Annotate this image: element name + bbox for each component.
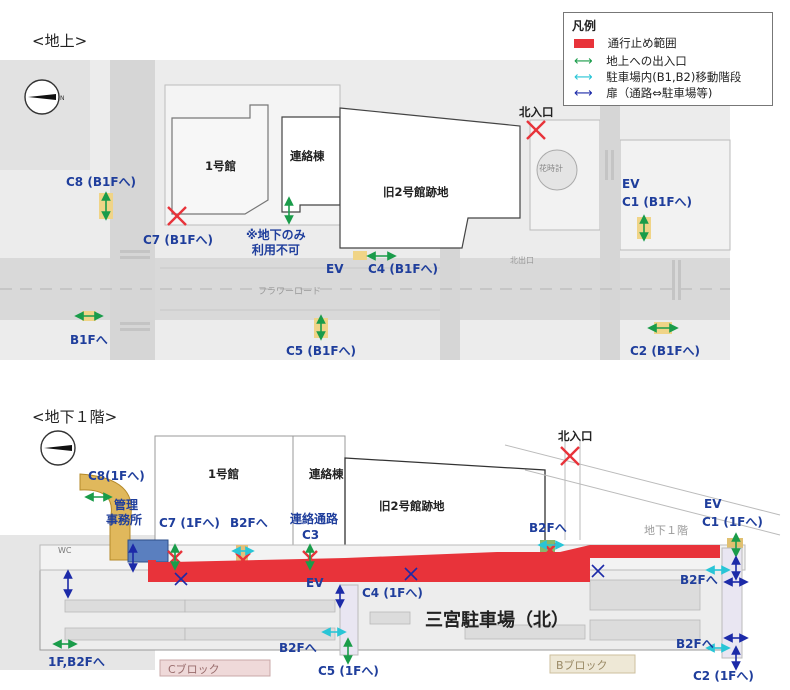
c3-label: C3 (302, 528, 320, 542)
link-path-label: 連絡通路 (290, 512, 339, 526)
c2-label: C2 (B1Fへ) (630, 344, 700, 358)
blue-double-arrow-icon: ⟷ (574, 86, 593, 101)
b1-b2f-d-label: B2Fへ (279, 641, 317, 655)
b1-1f-b2f-label: 1F,B2Fへ (48, 655, 105, 669)
ev-left-label: EV (326, 262, 344, 276)
block-b-label: Bブロック (556, 659, 608, 672)
parking-label: 三宮駐車場（北） (425, 610, 569, 631)
link-building-label: 連絡棟 (290, 149, 325, 163)
b1-title: <地下１階> (32, 408, 118, 426)
legend-item-door: ⟷ 扉（通路⇔駐車場等) (574, 86, 713, 101)
building-1-label: 1号館 (205, 159, 237, 173)
legend-title: 凡例 (572, 19, 597, 33)
b1-link-building-label: 連絡棟 (309, 467, 344, 481)
b1-c2-label: C2 (1Fへ) (693, 669, 754, 683)
b1-ev-right-label: EV (704, 497, 722, 511)
floor-tag: 地下１階 (644, 524, 688, 537)
old-site-label: 旧2号館跡地 (383, 185, 449, 199)
b1-map-base (0, 430, 781, 677)
b1-b2f-e-label: B2Fへ (676, 637, 714, 651)
b1-old-site-label: 旧2号館跡地 (379, 499, 445, 513)
b1-north-entrance-label: 北入口 (558, 429, 593, 443)
office-label-2: 事務所 (106, 513, 143, 527)
b1-ev-left-label: EV (306, 576, 324, 590)
block-c-label: Cブロック (168, 663, 220, 676)
b1f-label: B1Fへ (70, 333, 108, 347)
b1-c1-label: C1 (1Fへ) (702, 515, 763, 529)
c1-label: C1 (B1Fへ) (622, 195, 692, 209)
c8-label: C8 (B1Fへ) (66, 175, 136, 189)
note: ※地下のみ 利用不可 (246, 228, 306, 257)
c5-label: C5 (B1Fへ) (286, 344, 356, 358)
green-double-arrow-icon: ⟷ (574, 54, 593, 69)
red-box-icon (574, 39, 594, 48)
street2-label: 北出口 (510, 256, 534, 265)
cyan-double-arrow-icon: ⟷ (574, 70, 593, 85)
b1-b2f-c-label: B2Fへ (680, 573, 718, 587)
b1-c5-label: C5 (1Fへ) (318, 664, 379, 678)
green-arrows (52, 191, 741, 665)
legend-item-exit: ⟷ 地上への出入口 (574, 54, 687, 69)
legend-item-stair: ⟷ 駐車場内(B1,B2)移動階段 (574, 70, 742, 85)
street-label: フラワーロード (258, 287, 322, 297)
cyan-arrows (231, 540, 731, 653)
north-entrance-label: 北入口 (519, 105, 554, 119)
c7-label: C7 (B1Fへ) (143, 233, 213, 247)
legend: 凡例 通行止め範囲 ⟷ 地上への出入口 ⟷ 駐車場内(B1,B2)移動階段 ⟷ … (563, 12, 773, 106)
office-label-1: 管理 (114, 498, 139, 512)
legend-item-closed: 通行止め範囲 (574, 35, 677, 51)
blue-arrows (63, 543, 749, 671)
b1-building-1-label: 1号館 (208, 467, 240, 481)
b1-b2f-a-label: B2Fへ (230, 516, 268, 530)
svg-text:N: N (60, 95, 65, 102)
b1-c7-label: C7 (1Fへ) (159, 516, 220, 530)
c4-label: C4 (B1Fへ) (368, 262, 438, 276)
ev-right-label: EV (622, 177, 640, 191)
b1-b2f-b-label: B2Fへ (529, 521, 567, 535)
b1-c8-label: C8(1Fへ) (88, 469, 145, 483)
wc-label: WC (58, 546, 72, 555)
flower-clock-label: 花時計 (539, 164, 563, 173)
ground-map-base: N (0, 60, 731, 360)
ground-title: <地上> (32, 32, 88, 50)
b1-c4-label: C4 (1Fへ) (362, 586, 423, 600)
